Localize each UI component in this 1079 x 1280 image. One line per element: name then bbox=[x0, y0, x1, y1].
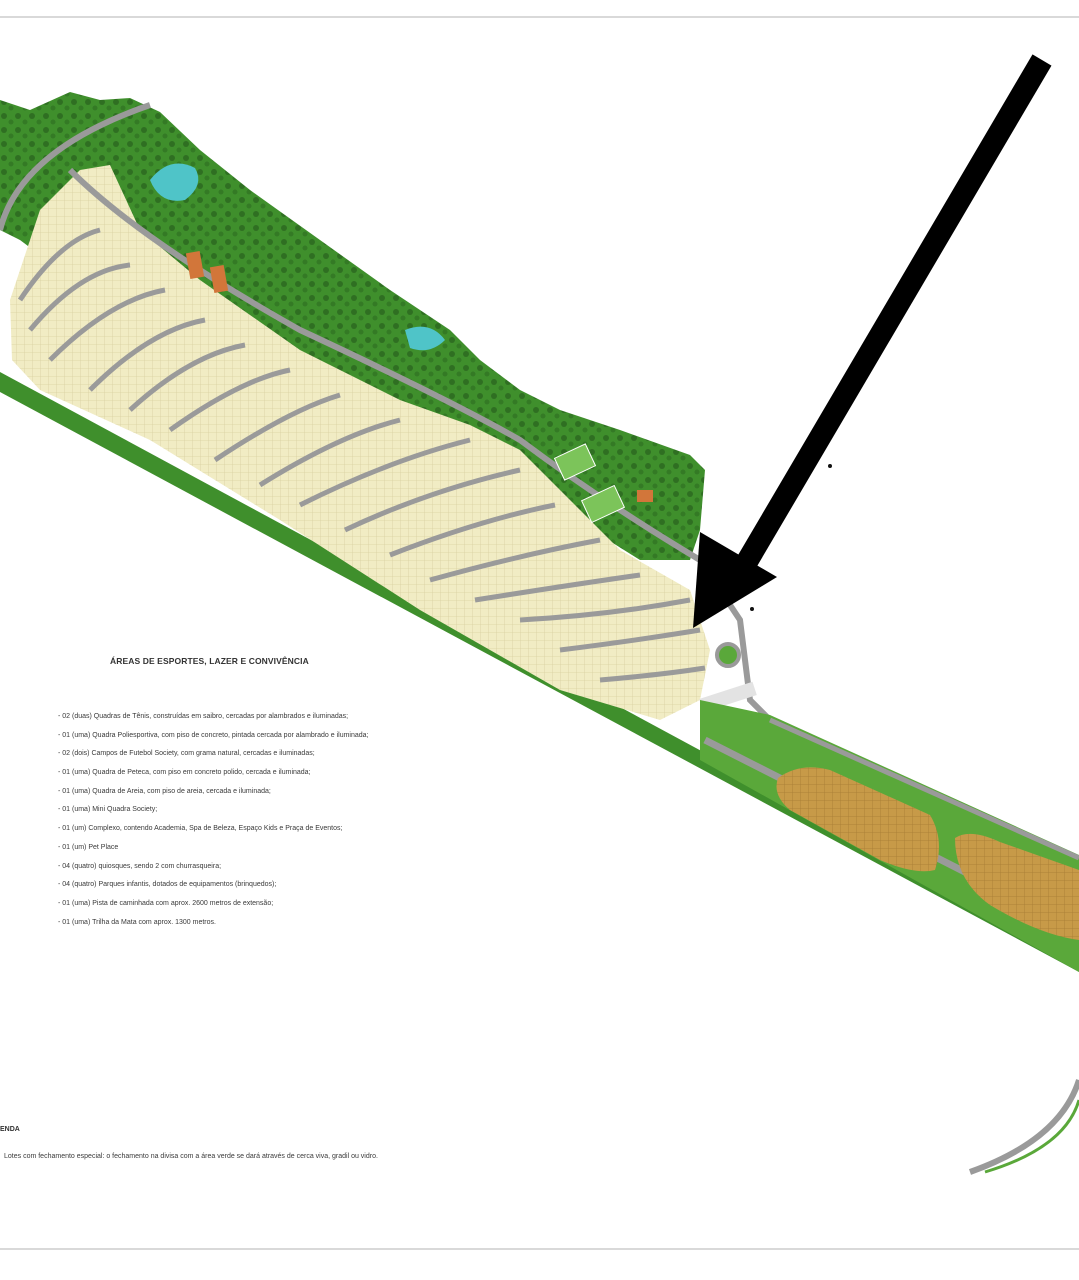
list-item: - 01 (uma) Trilha da Mata com aprox. 130… bbox=[58, 918, 216, 926]
access-road-arc-green bbox=[984, 1099, 1079, 1174]
tan-lots-block-2 bbox=[955, 833, 1079, 940]
bottom-border bbox=[0, 1248, 1079, 1250]
legend-heading: ENDA bbox=[0, 1126, 20, 1133]
list-item: - 01 (um) Pet Place bbox=[58, 843, 119, 851]
residential-lots-area bbox=[10, 165, 710, 720]
internal-roads bbox=[17, 227, 706, 683]
soccer-field-2 bbox=[580, 484, 626, 524]
marker-dot bbox=[750, 607, 754, 611]
tan-lots-block-1 bbox=[776, 767, 939, 872]
main-avenue bbox=[67, 167, 773, 723]
tennis-court-1 bbox=[185, 250, 205, 280]
soccer-field-1 bbox=[553, 443, 597, 481]
list-item: - 01 (um) Complexo, contendo Academia, S… bbox=[58, 825, 343, 833]
list-item: - 01 (uma) Quadra Poliesportiva, com pis… bbox=[58, 731, 369, 739]
list-item: - 01 (uma) Quadra de Peteca, com piso em… bbox=[58, 769, 311, 777]
roundabout-1 bbox=[715, 642, 741, 668]
southeast-road-2 bbox=[768, 717, 1079, 861]
perimeter-road bbox=[0, 102, 151, 231]
list-item: - 01 (uma) Pista de caminhada com aprox.… bbox=[58, 899, 274, 907]
pond bbox=[405, 326, 445, 351]
list-item: - 01 (uma) Mini Quadra Society; bbox=[58, 806, 158, 814]
marker-dot bbox=[828, 464, 832, 468]
amenities-list: - 02 (duas) Quadras de Tênis, construída… bbox=[58, 712, 369, 936]
list-item: - 04 (quatro) Parques infantis, dotados … bbox=[58, 881, 277, 889]
tennis-court-2 bbox=[209, 264, 229, 294]
access-road-arc bbox=[968, 1079, 1079, 1175]
list-item: - 04 (quatro) quiosques, sendo 2 com chu… bbox=[58, 862, 222, 870]
lake bbox=[150, 163, 199, 201]
arrow-pointer-icon bbox=[693, 54, 1052, 628]
list-item: - 01 (uma) Quadra de Areia, com piso de … bbox=[58, 787, 271, 795]
top-border bbox=[0, 16, 1079, 18]
legend-note: Lotes com fechamento especial: o fechame… bbox=[4, 1153, 378, 1160]
peteca-court bbox=[637, 490, 653, 502]
amenities-title: ÁREAS DE ESPORTES, LAZER E CONVIVÊNCIA bbox=[110, 656, 309, 666]
list-item: - 02 (dois) Campos de Futebol Society, c… bbox=[58, 750, 315, 758]
list-item: - 02 (duas) Quadras de Tênis, construída… bbox=[58, 713, 349, 720]
